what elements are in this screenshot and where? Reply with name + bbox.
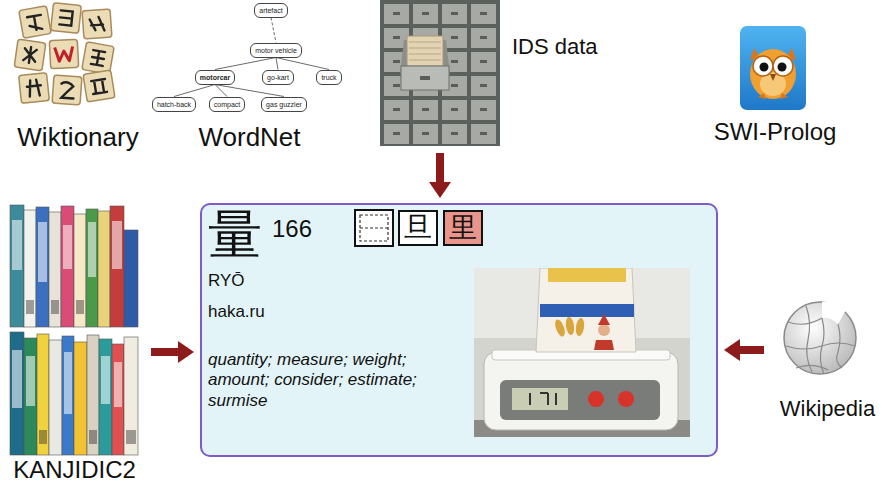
source-box: WordNet artefact motor vehicle motorcar go-k… [149,0,350,160]
dictionary-books [10,205,138,455]
synset-label: motorcar [200,73,230,82]
hypernym-line [215,58,276,70]
synset-node: hatch-back [152,97,196,112]
synset-node: motor vehicle [250,43,302,58]
synset-node: motorcar [195,70,235,85]
stroke-index: 166 [272,215,312,244]
source-box: Wikipedia [770,290,885,428]
hypernym-line [174,85,215,97]
synset-label: compact [214,100,240,109]
source-name: SWI-Prolog [700,118,850,147]
synset-node: artefact [254,3,287,18]
source-box: Wiktionary [8,0,148,160]
synset-node: go-kart [262,70,294,85]
source-name: Wikipedia [770,396,885,422]
synset-label: truck [321,73,336,82]
source-name: Wiktionary [8,122,148,153]
source-box: IDS data [378,0,618,148]
card-ground [200,203,718,457]
kanji-card: 量 166RYŌ haka.ru quantity; measure; weight;… [200,203,718,457]
wikipedia-globe [784,302,856,374]
synset-node: compact [209,97,245,112]
synset-label: gas guzzler [266,100,302,109]
synset-label: go-kart [267,73,289,82]
source-arrow [436,153,444,182]
wiktionary-logo [14,3,115,105]
synset-node: truck [316,70,341,85]
synset-node: gas guzzler [261,97,307,112]
source-name: IDS data [512,34,616,60]
source-box: KANJIDIC2 [4,200,145,490]
component-glyph: 里 [445,212,481,244]
source-box: SWI-Prolog [700,18,850,153]
hypernym-line [271,18,276,43]
structure-box [355,210,393,246]
component-box: 里 [443,210,483,246]
meanings: quantity; measure; weight; amount; consi… [208,350,470,411]
synset-label: motor vehicle [255,46,297,55]
hypernym-line [276,58,278,70]
source-arrow [740,346,764,354]
synset-label: artefact [259,6,282,15]
hypernym-line [215,85,284,97]
card-cabinet-photo [380,0,500,146]
source-name: WordNet [149,122,350,153]
reading: RYŌ [208,271,245,291]
kun-reading: haka.ru [208,302,265,322]
hypernym-line [276,58,329,70]
scale-photo [474,268,690,437]
source-name: KANJIDIC2 [4,456,145,485]
synset-label: hatch-back [157,100,191,109]
component-glyph: 旦 [400,212,436,244]
component-box: 旦 [398,210,438,246]
source-arrow [151,348,178,356]
kanji-glyph: 量 [208,205,262,264]
owl-logo [740,26,806,110]
